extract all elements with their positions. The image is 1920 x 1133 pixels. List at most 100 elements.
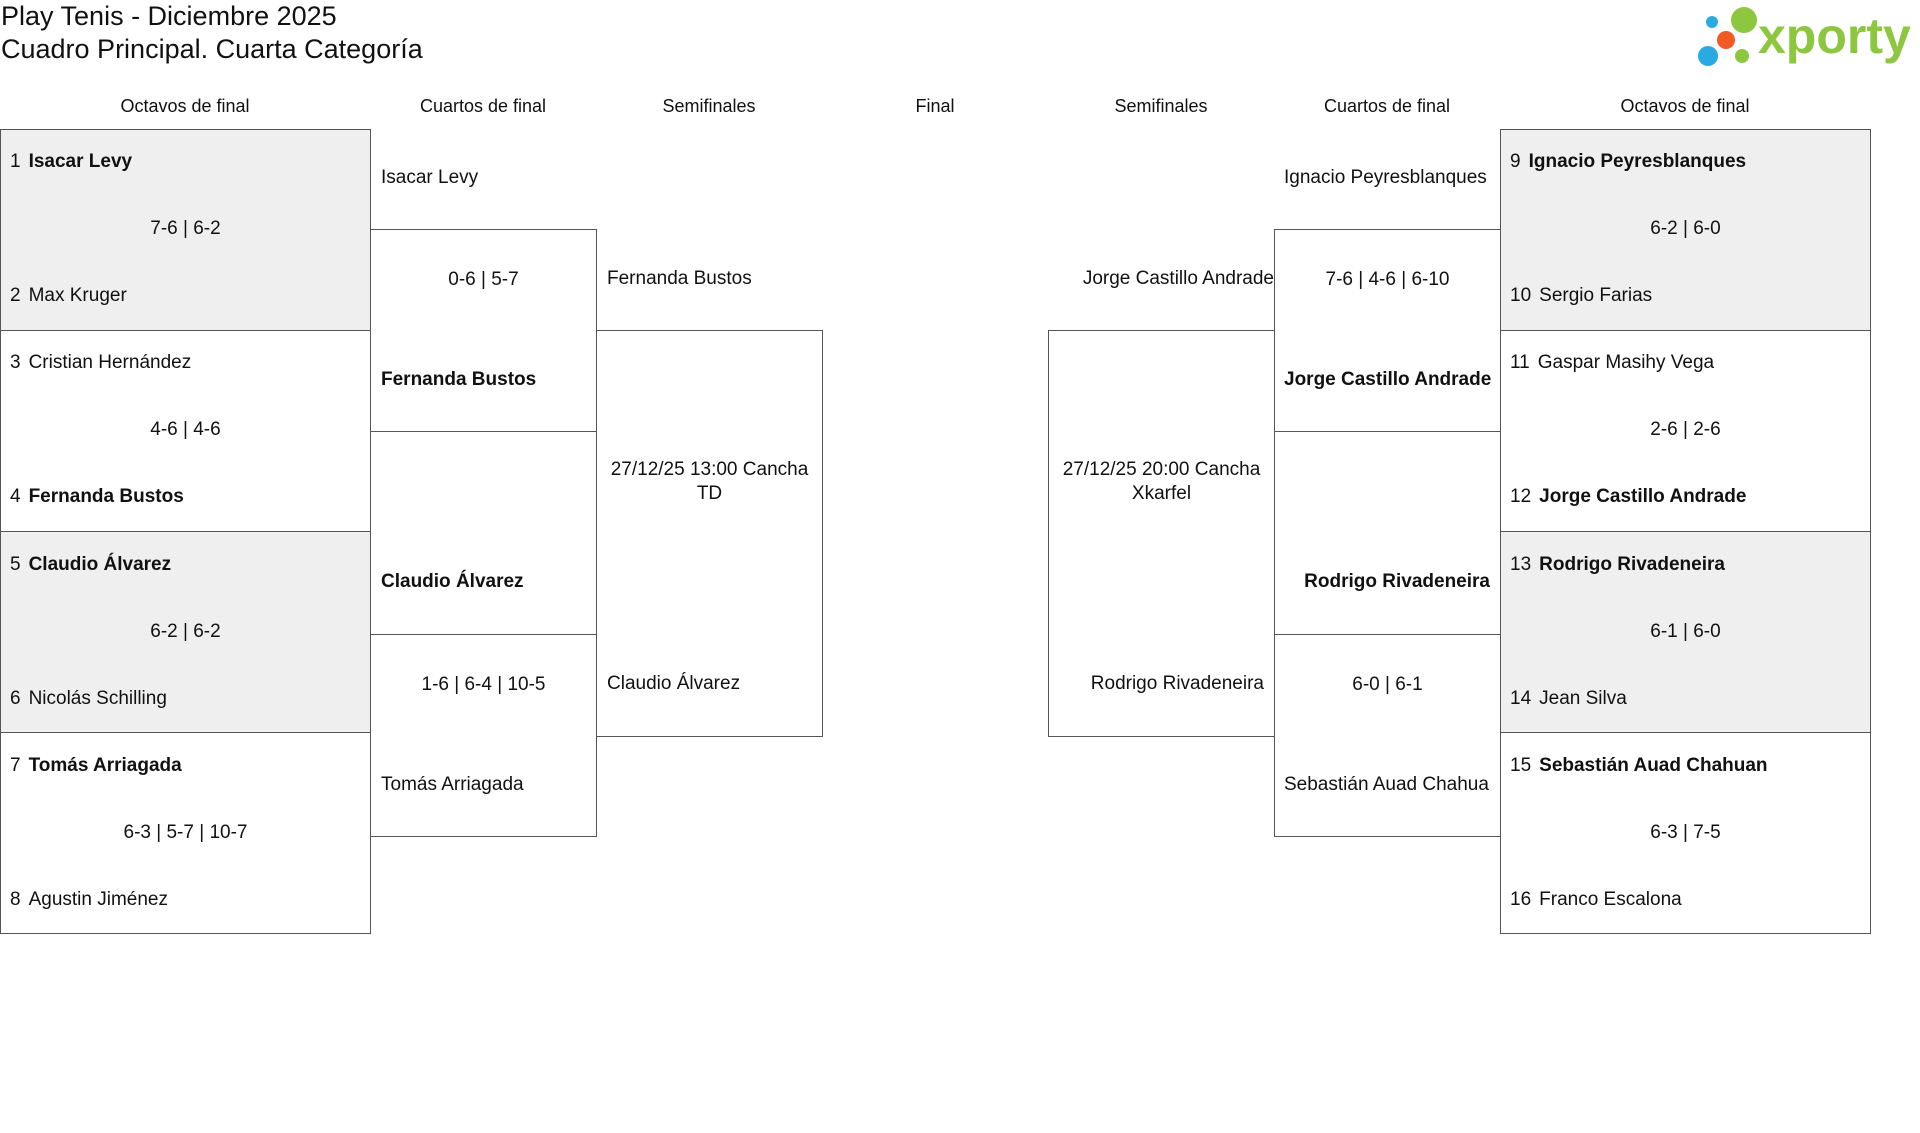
seed-number: 14 xyxy=(1510,688,1532,709)
player-name: Sergio Farias xyxy=(1539,285,1653,306)
match-score: 6-2 | 6-2 xyxy=(150,621,221,642)
logo-dot-orange xyxy=(1717,31,1735,49)
match-score: 7-6 | 6-2 xyxy=(150,218,221,239)
logo-text: xporty xyxy=(1758,8,1911,64)
player-name: Fernanda Bustos xyxy=(28,486,184,507)
player-slot: 6 Nicolás Schilling xyxy=(10,687,167,711)
player-name: Tomás Arriagada xyxy=(28,755,182,776)
player-slot: 10 Sergio Farias xyxy=(1510,284,1652,308)
player-name: Franco Escalona xyxy=(1539,889,1682,910)
match-score: 6-1 | 6-0 xyxy=(1650,621,1721,642)
player-name: Sebastián Auad Chahuan xyxy=(1539,755,1768,776)
match-box-r16-3 xyxy=(0,531,371,733)
player-name: Nicolás Schilling xyxy=(28,688,167,709)
player-name: Jorge Castillo Andrade xyxy=(1284,369,1492,390)
page-title: Play Tenis - Diciembre 2025 xyxy=(1,1,337,31)
match-score: 0-6 | 5-7 xyxy=(448,269,519,290)
match-box-qf-4 xyxy=(1274,634,1501,837)
header-qf-right: Cuartos de final xyxy=(1323,96,1451,116)
player-name: Jean Silva xyxy=(1539,688,1627,709)
player-slot: 5 Claudio Álvarez xyxy=(10,553,171,577)
seed-number: 16 xyxy=(1510,889,1532,910)
seed-number: 2 xyxy=(10,285,21,306)
logo-dot-green-large xyxy=(1731,7,1757,33)
player-slot: 11 Gaspar Masihy Vega xyxy=(1510,351,1714,375)
seed-number: 11 xyxy=(1510,352,1530,373)
match-box-r16-5 xyxy=(1500,129,1871,331)
seed-number: 4 xyxy=(10,486,21,507)
player-name: Agustin Jiménez xyxy=(28,889,168,910)
match-box-r16-1 xyxy=(0,129,371,331)
match-score: 4-6 | 4-6 xyxy=(150,419,221,440)
header-sf-right: Semifinales xyxy=(1114,96,1208,116)
player-name: Claudio Álvarez xyxy=(607,673,741,694)
logo-dot-green-small xyxy=(1735,49,1749,63)
player-name: Fernanda Bustos xyxy=(381,369,537,390)
match-schedule: 27/12/25 13:00 Cancha TD xyxy=(610,459,809,504)
player-name: Gaspar Masihy Vega xyxy=(1537,352,1715,373)
player-name: Rodrigo Rivadeneira xyxy=(1304,571,1490,592)
seed-number: 6 xyxy=(10,688,21,709)
match-score: 6-3 | 7-5 xyxy=(1650,822,1721,843)
player-slot: 1 Isacar Levy xyxy=(10,150,132,174)
player-slot: 2 Max Kruger xyxy=(10,284,127,308)
match-box-qf-1 xyxy=(370,229,597,432)
player-slot: 4 Fernanda Bustos xyxy=(10,485,184,509)
player-slot: 15 Sebastián Auad Chahuan xyxy=(1510,754,1768,778)
player-name: Rodrigo Rivadeneira xyxy=(1090,673,1264,694)
logo-dot-blue-large xyxy=(1698,46,1718,66)
player-name: Claudio Álvarez xyxy=(28,554,172,575)
seed-number: 5 xyxy=(10,554,21,575)
player-slot: 7 Tomás Arriagada xyxy=(10,754,182,778)
seed-number: 3 xyxy=(10,352,21,373)
player-name: Ignacio Peyresblanques xyxy=(1528,151,1747,172)
player-name: Cristian Hernández xyxy=(28,352,192,373)
match-box-qf-3 xyxy=(1274,229,1501,432)
player-slot: 8 Agustin Jiménez xyxy=(10,888,168,912)
seed-number: 1 xyxy=(10,151,21,172)
header-sf-left: Semifinales xyxy=(662,96,756,116)
seed-number: 8 xyxy=(10,889,21,910)
header-qf-left: Cuartos de final xyxy=(419,96,547,116)
match-box-r16-7 xyxy=(1500,531,1871,733)
player-name: Isacar Levy xyxy=(381,167,479,188)
player-slot: 14 Jean Silva xyxy=(1510,687,1627,711)
match-box-qf-2 xyxy=(370,634,597,837)
logo-dot-blue-small xyxy=(1706,16,1718,28)
seed-number: 9 xyxy=(1510,151,1521,172)
seed-number: 15 xyxy=(1510,755,1532,776)
match-score: 6-2 | 6-0 xyxy=(1650,218,1721,239)
seed-number: 10 xyxy=(1510,285,1532,306)
player-name: Isacar Levy xyxy=(28,151,133,172)
match-box-sf-left xyxy=(596,330,823,737)
seed-number: 7 xyxy=(10,755,21,776)
match-box-sf-right xyxy=(1048,330,1275,737)
seed-number: 13 xyxy=(1510,554,1532,575)
header-r16-right: Octavos de final xyxy=(1620,96,1750,116)
page-subtitle: Cuadro Principal. Cuarta Categoría xyxy=(1,34,423,64)
player-name: Jorge Castillo Andrade xyxy=(1082,268,1274,289)
match-score: 7-6 | 4-6 | 6-10 xyxy=(1325,269,1450,290)
player-slot: 9 Ignacio Peyresblanques xyxy=(1510,150,1746,174)
seed-number: 12 xyxy=(1510,486,1532,507)
player-name: Sebastián Auad Chahua xyxy=(1284,774,1489,795)
match-score: 1-6 | 6-4 | 10-5 xyxy=(421,674,546,695)
match-schedule: 27/12/25 20:00 Cancha Xkarfel xyxy=(1062,459,1261,504)
match-box-r16-8 xyxy=(1500,732,1871,934)
player-name: Claudio Álvarez xyxy=(381,571,524,592)
header-r16-left: Octavos de final xyxy=(120,96,250,116)
player-name: Max Kruger xyxy=(28,285,127,306)
header-final: Final xyxy=(915,96,955,116)
player-name: Tomás Arriagada xyxy=(381,774,524,795)
player-name: Fernanda Bustos xyxy=(607,268,752,289)
xporty-logo: xporty xyxy=(1698,7,1911,66)
player-slot: 16 Franco Escalona xyxy=(1510,888,1682,912)
player-name: Rodrigo Rivadeneira xyxy=(1539,554,1725,575)
match-score: 6-0 | 6-1 xyxy=(1352,674,1423,695)
match-score: 6-3 | 5-7 | 10-7 xyxy=(123,822,248,843)
match-score: 2-6 | 2-6 xyxy=(1650,419,1721,440)
player-name: Ignacio Peyresblanques xyxy=(1284,167,1487,188)
player-slot: 13 Rodrigo Rivadeneira xyxy=(1510,553,1725,577)
player-slot: 3 Cristian Hernández xyxy=(10,351,191,375)
